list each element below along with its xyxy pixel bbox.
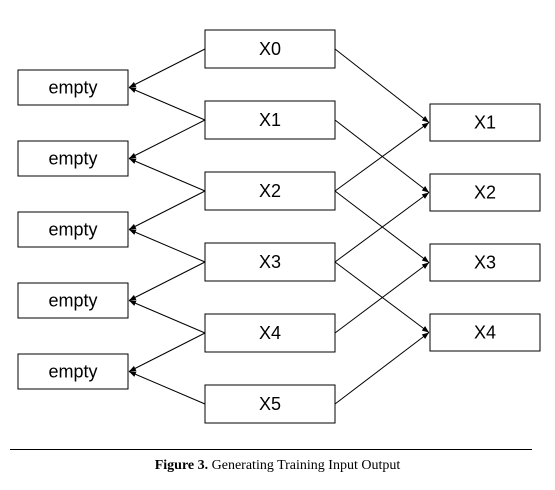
edge-mid1-to-left1 (128, 119, 206, 159)
left-node-2-label: empty (48, 220, 97, 240)
middle-node-5: X5 (204, 384, 336, 424)
right-node-3: X4 (429, 313, 541, 352)
left-node-1-box (17, 140, 129, 177)
edge-mid3-to-left3 (128, 261, 206, 301)
edge-mid0-to-right0 (334, 48, 430, 123)
caption-rule (10, 449, 532, 450)
left-node-2: empty (17, 211, 129, 248)
middle-node-1-label: X1 (259, 110, 281, 130)
edges-group (128, 48, 430, 405)
right-node-1-box (429, 173, 541, 212)
right-node-1-label: X2 (474, 183, 496, 203)
middle-node-5-box (204, 384, 336, 424)
edge-mid0-to-left0 (128, 48, 206, 88)
caption-label: Figure 3. (154, 458, 209, 473)
middle-node-1-box (204, 100, 336, 140)
right-node-2: X3 (429, 243, 541, 282)
edge-mid4-to-left3 (128, 300, 206, 334)
edge-mid2-to-left2 (128, 190, 206, 230)
middle-node-2-box (204, 171, 336, 211)
left-node-0: empty (17, 69, 129, 106)
middle-node-4-box (204, 313, 336, 353)
left-node-1-label: empty (48, 149, 97, 169)
left-node-1: empty (17, 140, 129, 177)
edge-mid5-to-left4 (128, 371, 206, 405)
figure-caption: Figure 3. Generating Training Input Outp… (0, 458, 555, 474)
right-node-3-box (429, 313, 541, 352)
caption-text: Generating Training Input Output (211, 458, 401, 473)
right-node-0-box (429, 103, 541, 142)
left-node-3-label: empty (48, 291, 97, 311)
left-node-4-label: empty (48, 362, 97, 382)
right-node-3-label: X4 (474, 323, 496, 343)
left-node-0-box (17, 69, 129, 106)
edge-mid2-to-left1 (128, 158, 206, 192)
left-node-3: empty (17, 282, 129, 319)
left-node-3-box (17, 282, 129, 319)
left-node-0-label: empty (48, 78, 97, 98)
right-node-2-box (429, 243, 541, 282)
right-node-0-label: X1 (474, 113, 496, 133)
middle-node-2: X2 (204, 171, 336, 211)
left-node-2-box (17, 211, 129, 248)
edge-mid2-to-right0 (334, 122, 430, 192)
edge-mid1-to-left0 (128, 87, 206, 121)
left-node-4-box (17, 353, 129, 390)
middle-node-3-box (204, 242, 336, 282)
middle-node-0: X0 (204, 29, 336, 69)
middle-node-3-label: X3 (259, 252, 281, 272)
middle-node-1: X1 (204, 100, 336, 140)
right-node-2-label: X3 (474, 253, 496, 273)
middle-node-0-label: X0 (259, 39, 281, 59)
edge-mid5-to-right3 (334, 332, 430, 405)
edge-mid4-to-left4 (128, 332, 206, 372)
edge-mid4-to-right2 (334, 262, 430, 334)
edge-mid3-to-left2 (128, 229, 206, 263)
right-node-1: X2 (429, 173, 541, 212)
middle-node-4-label: X4 (259, 323, 281, 343)
left-node-4: empty (17, 353, 129, 390)
middle-node-5-label: X5 (259, 394, 281, 414)
middle-node-4: X4 (204, 313, 336, 353)
middle-node-2-label: X2 (259, 181, 281, 201)
middle-node-0-box (204, 29, 336, 69)
right-node-0: X1 (429, 103, 541, 142)
middle-node-3: X3 (204, 242, 336, 282)
edge-mid3-to-right1 (334, 192, 430, 263)
